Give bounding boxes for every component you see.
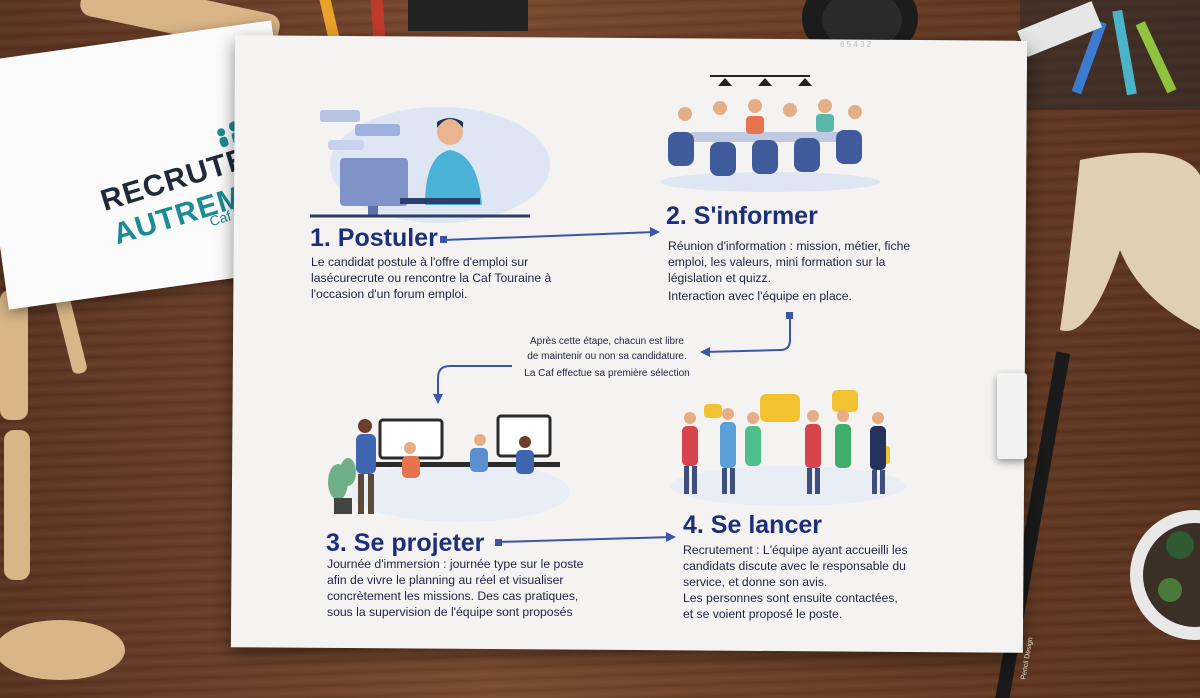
step-2-text: Réunion d'information : mission, métier,… — [668, 238, 910, 304]
note-line-3: La Caf effectue sa première sélection — [524, 368, 690, 379]
step-1-text: Le candidat postule à l'offre d'emploi s… — [311, 254, 551, 302]
step-4-line-2: candidats discute avec le responsable du — [683, 559, 906, 573]
black-box — [408, 0, 528, 31]
step-1-title: 1. Postuler — [310, 224, 438, 252]
note-line-1: Après cette étape, chacun est libre — [530, 336, 684, 347]
step-2-title: 2. S'informer — [666, 202, 818, 230]
note-line-2: de maintenir ou non sa candidature. — [527, 351, 687, 362]
step-2-line-2: emploi, les valeurs, mini formation sur … — [668, 255, 886, 269]
step-3-line-3: concrètement les missions. Des cas prati… — [327, 589, 579, 603]
transition-note: Après cette étape, chacun est libre de m… — [512, 334, 702, 381]
step-4-line-3: service, et donne son avis. — [683, 575, 828, 589]
step-3-title: 3. Se projeter — [326, 529, 485, 557]
step-4-line-4: Les personnes sont ensuite contactées, — [683, 591, 898, 605]
wooden-elephant-icon — [1060, 152, 1200, 331]
eraser — [997, 373, 1027, 459]
step-4-line-1: Recrutement : L'équipe ayant accueilli l… — [683, 543, 908, 557]
step-3-line-1: Journée d'immersion : journée type sur l… — [327, 557, 584, 571]
step-4-text: Recrutement : L'équipe ayant accueilli l… — [683, 542, 908, 622]
pen-cup-icon — [1017, 0, 1200, 110]
step-4-title: 4. Se lancer — [683, 511, 822, 539]
plant-pot-icon — [1130, 510, 1200, 640]
person-at-computer-illustration — [310, 107, 550, 223]
step-3-text: Journée d'immersion : journée type sur l… — [327, 556, 583, 620]
office-desks-illustration — [328, 414, 570, 522]
step-2-line-1: Réunion d'information : mission, métier,… — [668, 239, 911, 253]
step-4-line-5: et se voient proposé le poste. — [683, 607, 843, 621]
step-1-line-2: lasécurecrute ou rencontre la Caf Tourai… — [311, 271, 552, 285]
step-1-line-3: l'occasion d'un forum emploi. — [311, 287, 468, 301]
step-3-line-2: afin de vivre le planning au réel et vis… — [327, 573, 564, 587]
team-thumbs-up-illustration — [670, 390, 906, 506]
lens-scale-text: 6 5 4 3 2 — [840, 40, 872, 49]
step-3-line-4: sous la supervision de l'équipe sont pro… — [327, 605, 573, 619]
step-2-line-3: législation et quizz. — [668, 271, 771, 285]
step-2-line-4: Interaction avec l'équipe en place. — [668, 289, 852, 303]
step-1-line-1: Le candidat postule à l'offre d'emploi s… — [311, 255, 529, 269]
meeting-table-illustration — [660, 75, 880, 192]
